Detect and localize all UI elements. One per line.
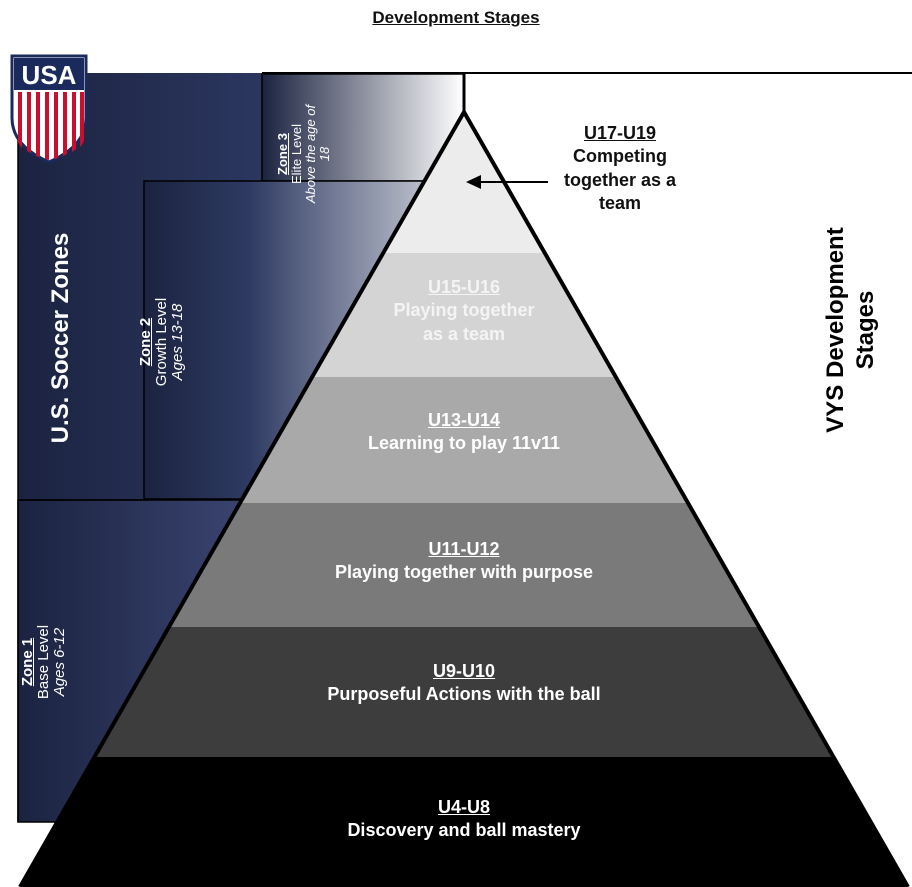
stage-u11-u12-label: U11-U12 Playing together with purpose <box>334 539 594 583</box>
stage-u9-u10-label: U9-U10 Purposeful Actions with the ball <box>327 661 601 705</box>
band-u9-u10 <box>20 627 908 757</box>
arrow-head-icon <box>466 175 481 189</box>
soccer-zones-label: U.S. Soccer Zones <box>47 232 74 444</box>
stage-u15-u16-label: U15-U16 Playing together as a team <box>393 277 535 344</box>
pyramid-outline <box>18 107 910 887</box>
svg-text:USA: USA <box>22 60 77 90</box>
stage-u4-u8-label: U4-U8 Discovery and ball mastery <box>347 797 581 841</box>
band-u4-u8 <box>20 757 908 887</box>
zone-3-box <box>261 73 465 182</box>
zone-3-label: Zone 3 Elite Level Above the age of 18 <box>275 104 333 204</box>
usa-crest-logo: USA <box>10 54 88 164</box>
zone-2-label: Zone 2 Growth Level Ages 13-18 <box>137 297 187 387</box>
stage-u13-u14-label: U13-U14 Learning to play 11v11 <box>367 410 561 454</box>
stage-u17-u19-label: U17-U19 Competing together as a team <box>563 123 677 214</box>
vys-development-stages-label: VYS Development Stages <box>822 227 879 433</box>
page-title: Development Stages <box>372 8 540 27</box>
zone-1-label: Zone 1 Base Level Ages 6-12 <box>19 624 69 700</box>
